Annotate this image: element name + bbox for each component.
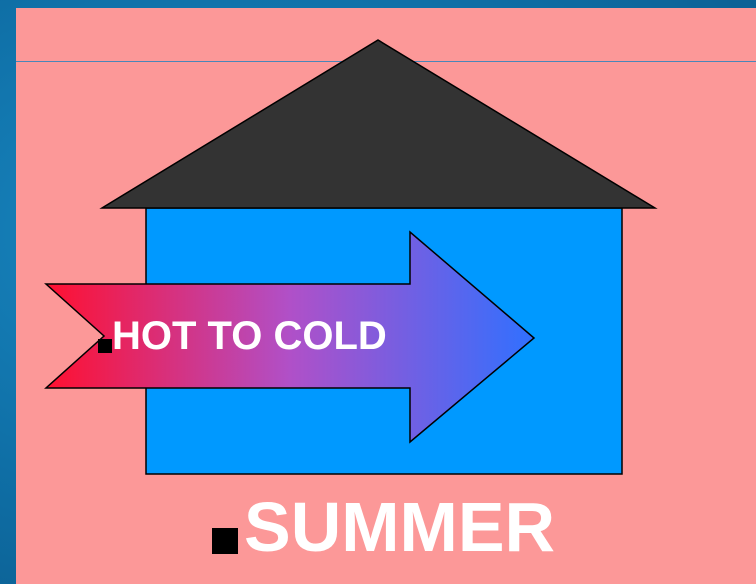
- arrow-label-text: HOT TO COLD: [112, 314, 387, 359]
- season-caption: SUMMER: [212, 492, 555, 562]
- roof-icon: [102, 40, 655, 208]
- arrow-label: HOT TO COLD: [98, 314, 387, 359]
- season-caption-text: SUMMER: [244, 492, 555, 562]
- square-bullet-icon: [98, 339, 112, 353]
- square-bullet-icon: [212, 528, 238, 554]
